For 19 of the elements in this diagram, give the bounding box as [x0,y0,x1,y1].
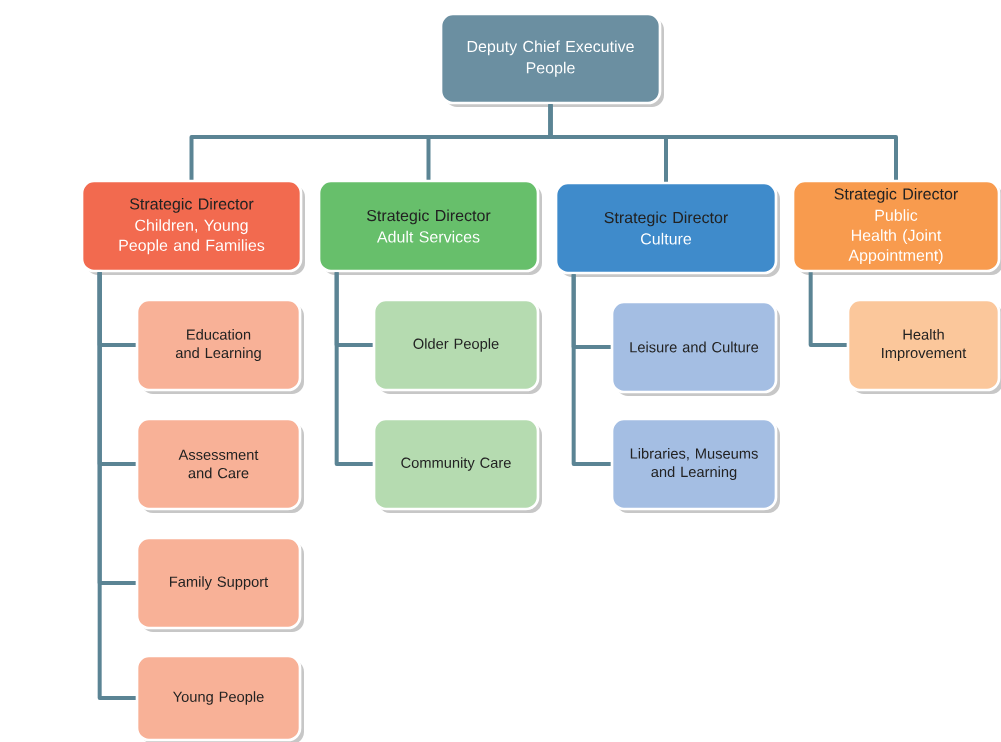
department-box: Leisure and Culture [610,300,780,396]
department-box: Young People [135,654,304,742]
department-box: Education and Learning [135,298,304,394]
connector [97,272,136,700]
director-box: Strategic Director Children, Young People and Families [80,179,305,275]
department-box: Libraries, Museums and Learning [610,417,780,513]
department-box: Family Support [135,536,304,632]
connector [334,272,373,466]
department-box: Health Improvement [846,298,1001,394]
department-box: Community Care [372,417,542,513]
director-box: Strategic Director Culture [554,181,780,277]
department-box: Older People [372,298,542,394]
executive-box: Deputy Chief Executive People [439,12,664,107]
director-box: Strategic Director Public Health (Joint Appointment) [791,179,1001,275]
connector [808,272,847,347]
director-box: Strategic Director Adult Services [317,179,542,275]
department-box: Assessment and Care [135,417,304,513]
connector [571,274,611,466]
connector [548,104,898,180]
